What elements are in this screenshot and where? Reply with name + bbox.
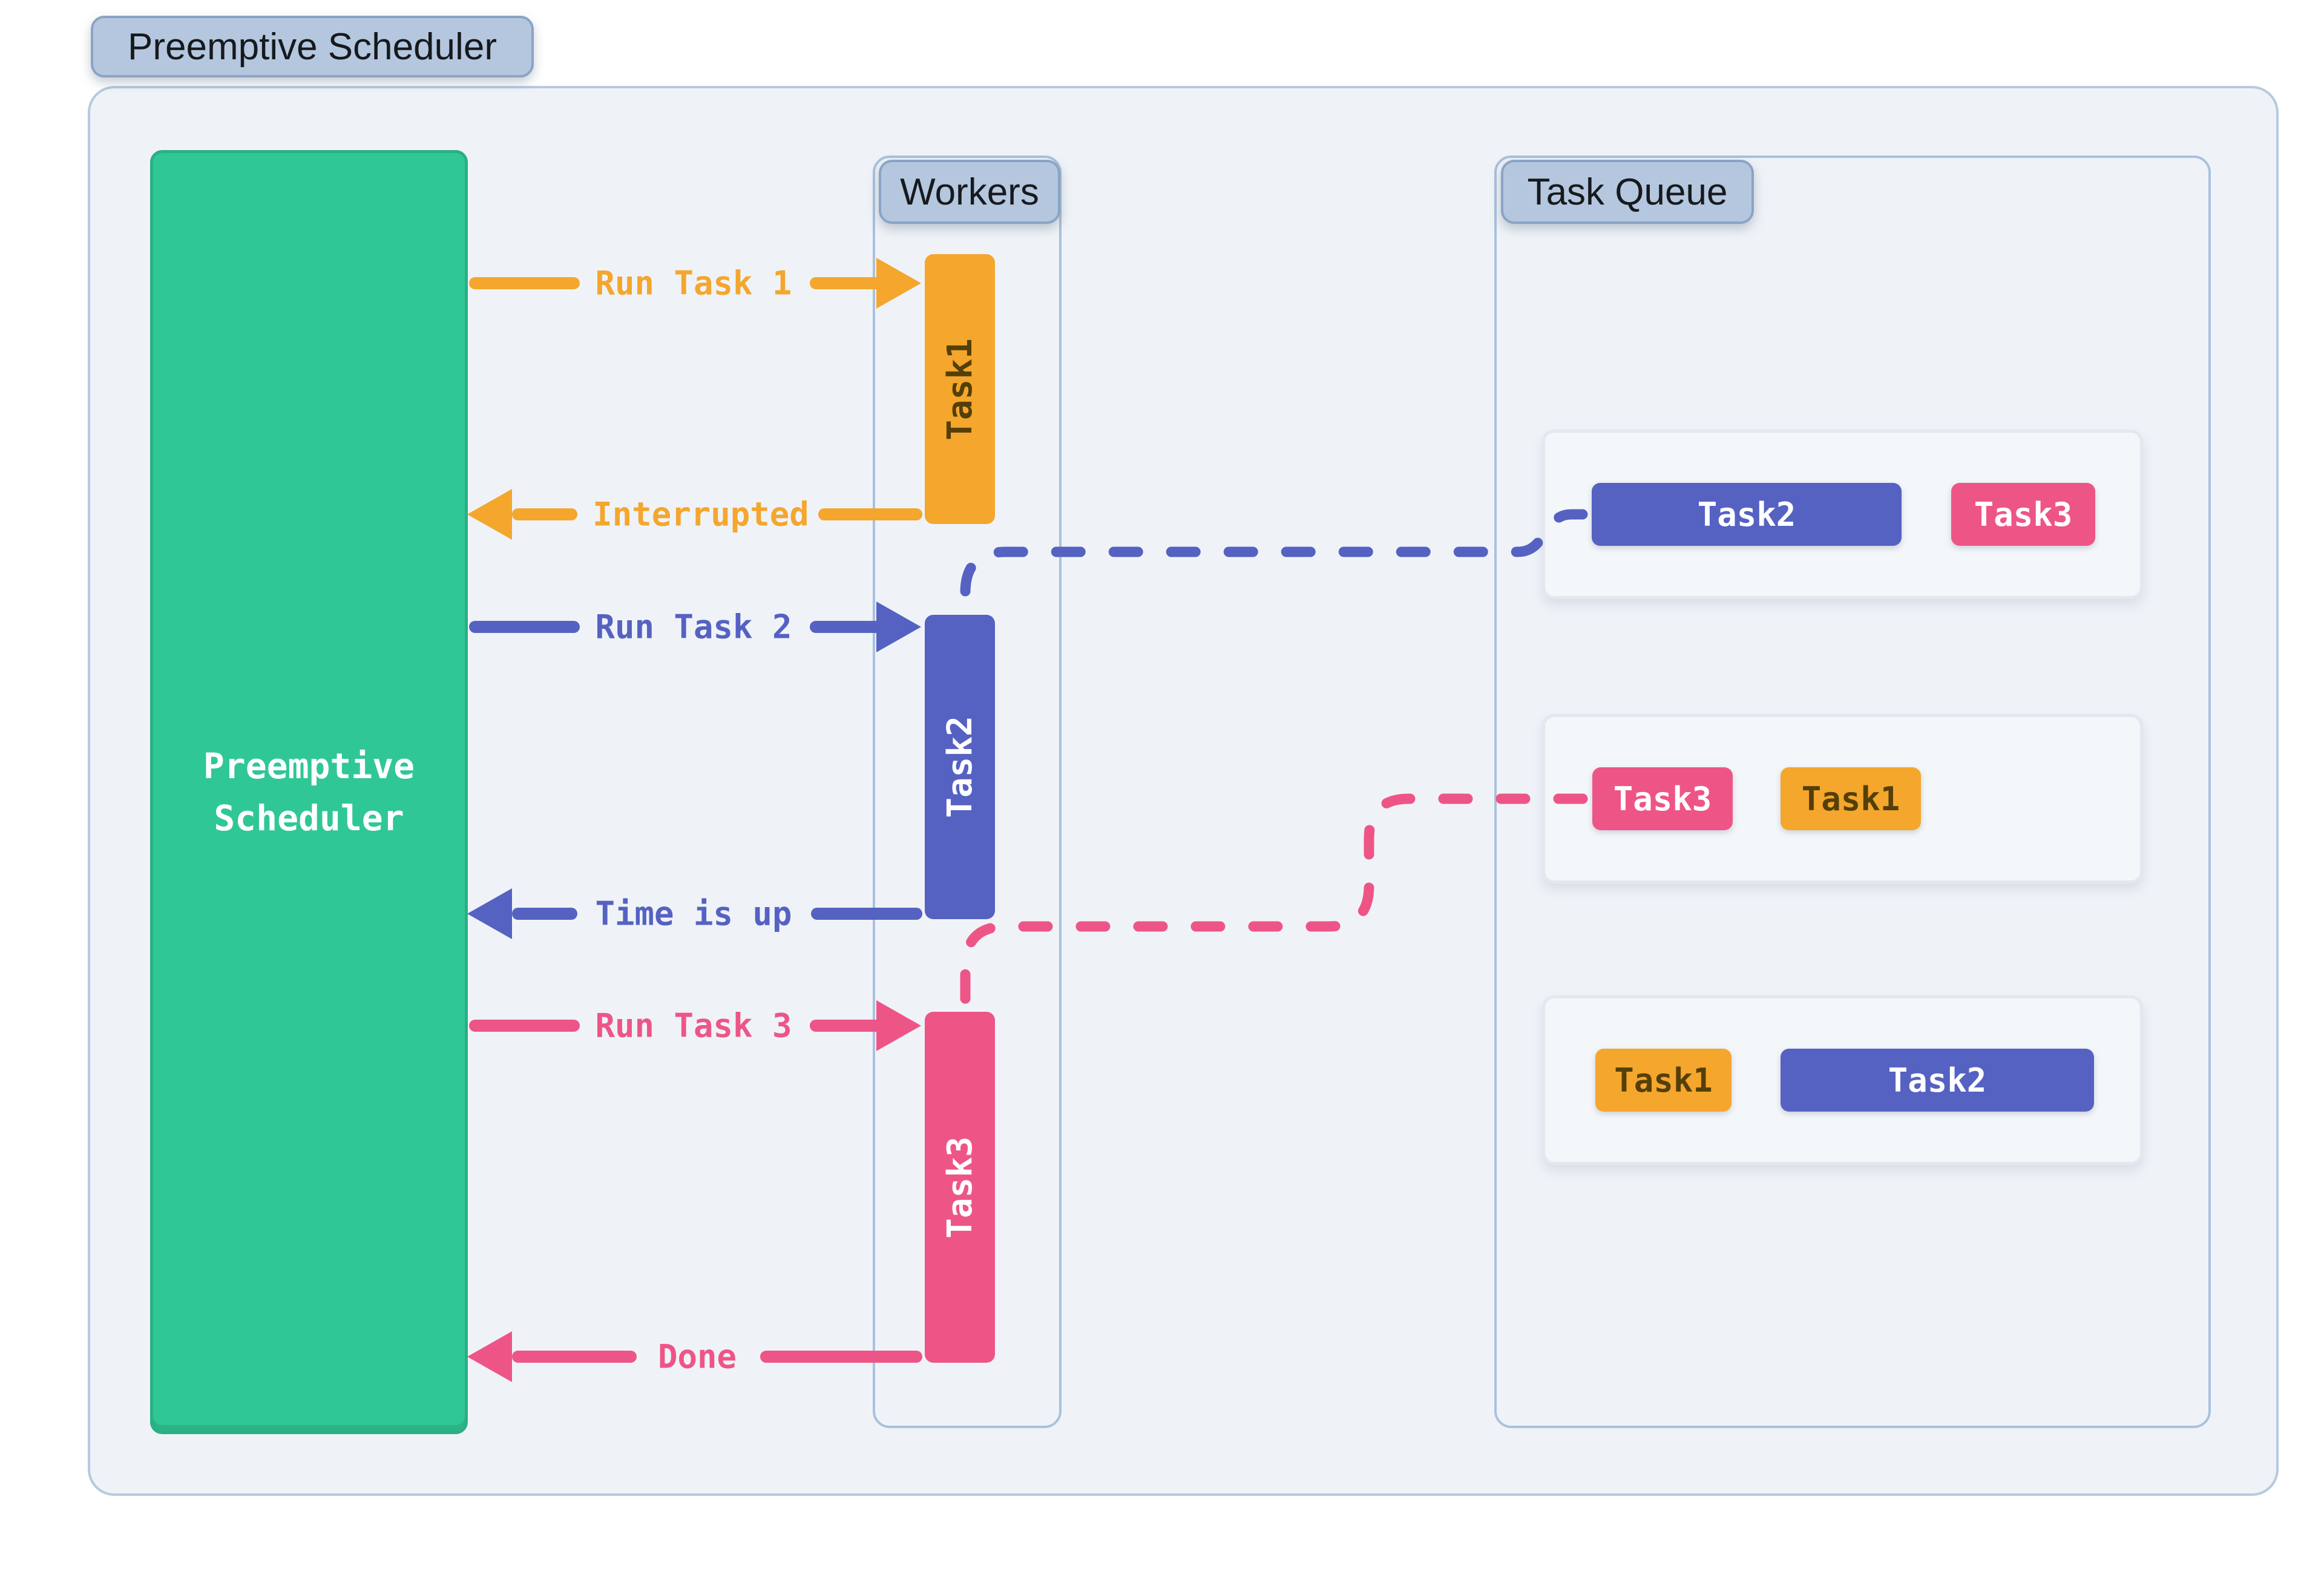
done-arrowhead-icon xyxy=(467,1331,512,1382)
queue-row2-chip-task1: Task1 xyxy=(1781,767,1921,830)
run-task-2-arrowhead-icon xyxy=(876,601,921,652)
queue-row1-chip-task2: Task2 xyxy=(1592,483,1902,546)
queue-row2-chip-task3: Task3 xyxy=(1592,767,1733,830)
run-task-1-arrow-shaft-right xyxy=(810,277,891,289)
preemptive-scheduler-box: Preemptive Scheduler xyxy=(150,150,468,1434)
time-is-up-arrow-shaft-right xyxy=(811,908,922,920)
run-task-1-arrow-shaft-left xyxy=(469,277,580,289)
run-task-2-label: Run Task 2 xyxy=(595,608,792,646)
queue-row3-chip-task2: Task2 xyxy=(1781,1049,2094,1112)
diagram-title-badge: Preemptive Scheduler xyxy=(91,16,534,77)
queue-row1-chip-task3-label: Task3 xyxy=(1974,495,2073,534)
time-is-up-arrow-shaft-left xyxy=(512,908,577,920)
scheduler-label-line1: Preemptive xyxy=(203,746,415,787)
time-is-up-arrowhead-icon xyxy=(467,888,512,939)
worker-bar-task3: Task3 xyxy=(925,1012,995,1363)
done-arrow xyxy=(467,1331,922,1382)
task-queue-panel-label: Task Queue xyxy=(1527,171,1728,213)
run-task-2-arrow-shaft-left xyxy=(469,621,580,633)
workers-panel xyxy=(873,156,1062,1428)
queue-row2-chip-task3-label: Task3 xyxy=(1613,779,1712,818)
run-task-2-arrow xyxy=(469,601,921,652)
run-task-3-label: Run Task 3 xyxy=(595,1006,792,1045)
queue-row1-chip-task2-label: Task2 xyxy=(1697,495,1796,534)
run-task-1-arrow xyxy=(469,258,921,309)
task-queue-panel-badge: Task Queue xyxy=(1501,160,1754,224)
queue-row2-chip-task1-label: Task1 xyxy=(1801,779,1900,818)
task2-dashed-connector xyxy=(960,509,1588,615)
run-task-3-arrow-shaft-left xyxy=(469,1020,580,1032)
run-task-3-arrowhead-icon xyxy=(876,1000,921,1051)
queue-row1-chip-task3: Task3 xyxy=(1951,483,2095,546)
workers-panel-label: Workers xyxy=(900,171,1039,213)
queue-row3-chip-task1-label: Task1 xyxy=(1614,1061,1713,1100)
run-task-1-arrowhead-icon xyxy=(876,258,921,309)
done-arrow-shaft-left xyxy=(512,1351,637,1363)
queue-row3-chip-task1: Task1 xyxy=(1595,1049,1732,1112)
workers-panel-badge: Workers xyxy=(879,160,1060,224)
time-is-up-arrow xyxy=(467,888,922,939)
time-is-up-label: Time is up xyxy=(595,894,792,933)
done-label: Done xyxy=(657,1337,737,1376)
run-task-3-arrow-shaft-right xyxy=(810,1020,891,1032)
worker-bar-task1: Task1 xyxy=(925,254,995,524)
run-task-2-arrow-shaft-right xyxy=(810,621,891,633)
done-arrow-shaft-right xyxy=(760,1351,922,1363)
queue-row3-chip-task2-label: Task2 xyxy=(1888,1061,1987,1100)
run-task-3-arrow xyxy=(469,1000,921,1051)
interrupted-label: Interrupted xyxy=(592,495,809,534)
interrupted-arrow-shaft-left xyxy=(512,508,577,520)
scheduler-label-line2: Scheduler xyxy=(214,798,404,839)
interrupted-arrow xyxy=(467,489,922,540)
interrupted-arrowhead-icon xyxy=(467,489,512,540)
interrupted-arrow-shaft-right xyxy=(818,508,922,520)
task-queue-panel xyxy=(1494,156,2211,1428)
task3-dashed-connector xyxy=(960,793,1588,1012)
worker-bar-task2: Task2 xyxy=(925,615,995,919)
run-task-1-label: Run Task 1 xyxy=(595,264,792,303)
diagram-title: Preemptive Scheduler xyxy=(128,25,497,68)
